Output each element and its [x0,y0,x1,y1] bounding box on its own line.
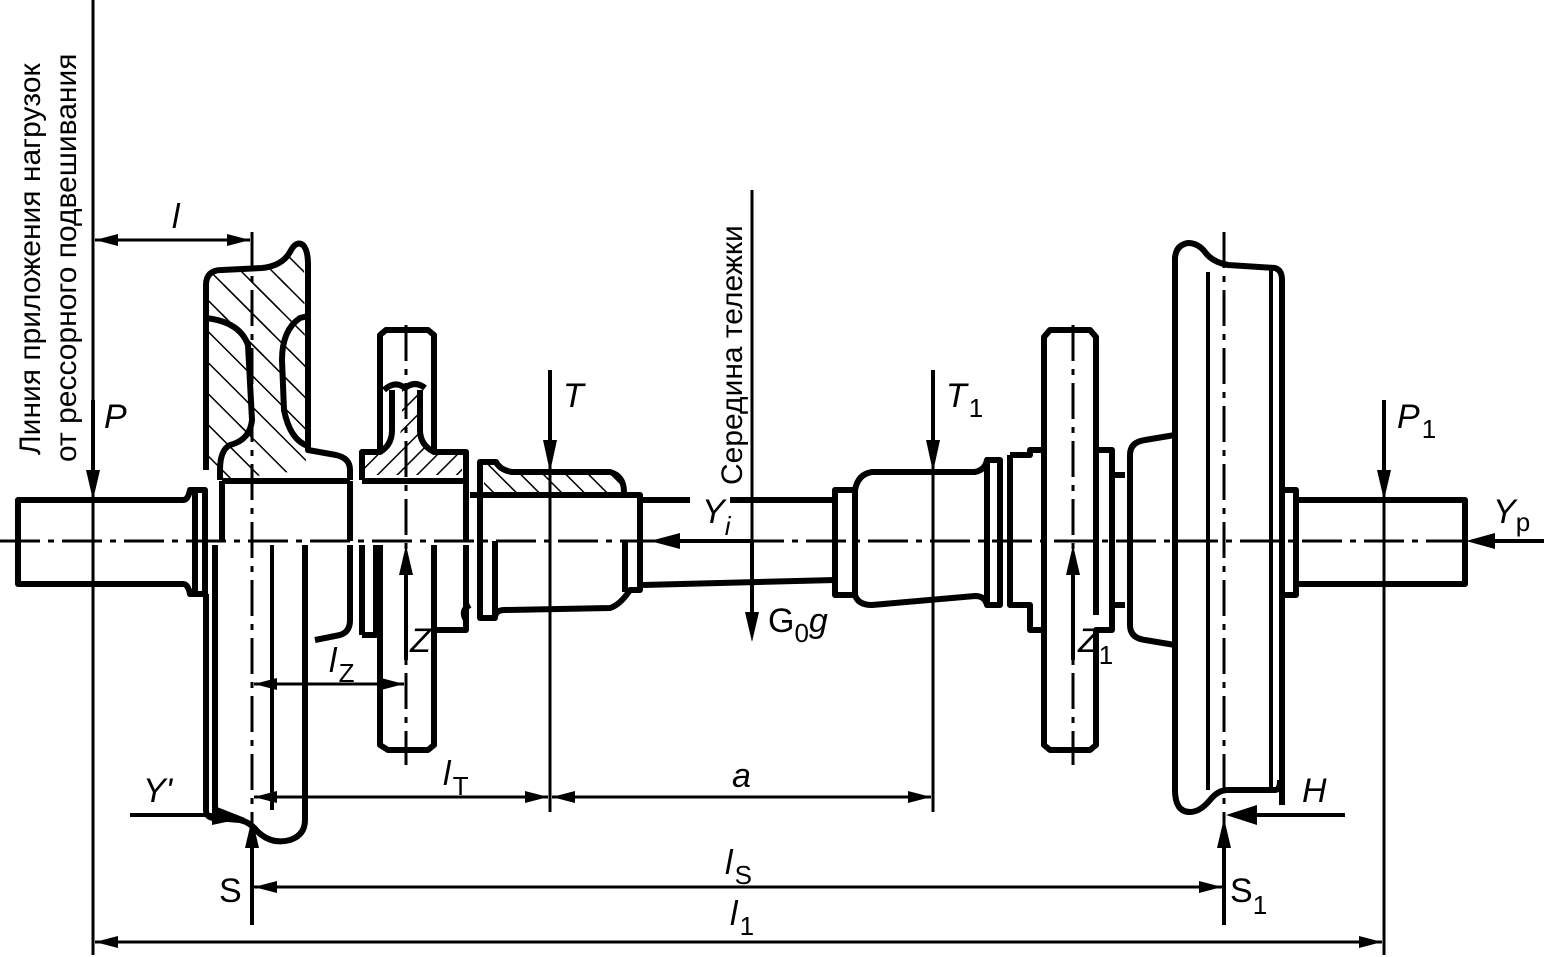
label-Z1: Z1 [1077,622,1113,670]
dim-a [552,791,931,803]
label-H: H [1302,772,1327,810]
dim-l [95,234,250,246]
right-journal [1282,487,1468,598]
G0g-arrowhead [745,612,759,642]
load-line-note-2: от рессорного подвешивания [50,54,83,462]
label-Yi: Yi [702,493,732,541]
label-G0g: G0g [768,602,828,648]
left-hub [219,481,353,541]
label-dim-l1: l1 [730,895,754,941]
label-P1: P1 [1397,398,1436,444]
center-axle [640,497,836,588]
P-arrowhead [86,470,100,500]
S1-arrowhead [1217,818,1231,848]
dim-lT [254,791,548,803]
label-T: T [563,377,586,415]
Yp-arrowhead [1466,533,1495,549]
label-Z: Z [409,622,432,660]
label-dim-lT: lT [443,755,469,801]
S-arrowhead [245,818,259,848]
label-S1: S1 [1230,872,1267,920]
Yprime-arrowhead [212,805,245,825]
T-arrowhead [543,440,557,472]
dim-lZ [254,678,404,690]
label-dim-lS: lS [725,844,752,890]
label-dim-a: a [732,757,751,795]
dim-l1 [95,936,1382,948]
Z1-arrowhead [1066,545,1080,575]
Z-arrowhead [399,545,413,575]
P1-arrowhead [1377,470,1391,500]
right-wheel [1127,240,1285,815]
right-gear [1007,327,1125,753]
label-dim-l: l [172,198,181,236]
right-bearing [832,457,1003,608]
load-line-note-1: Линия приложения нагрузок [14,62,47,455]
dim-lS [254,881,1222,893]
H-arrowhead [1226,805,1257,825]
label-Yprime: Y' [143,772,174,810]
T1-arrowhead [926,440,940,472]
label-T1: T1 [946,377,983,423]
Yi-arrowhead [650,533,680,549]
label-P: P [104,398,127,436]
label-Yp: Yp [1493,493,1530,537]
label-dim-lZ: lZ [329,642,355,688]
label-S: S [219,872,242,910]
left-bearing [460,459,643,622]
bogie-center-note: Середина тележки [716,225,749,485]
